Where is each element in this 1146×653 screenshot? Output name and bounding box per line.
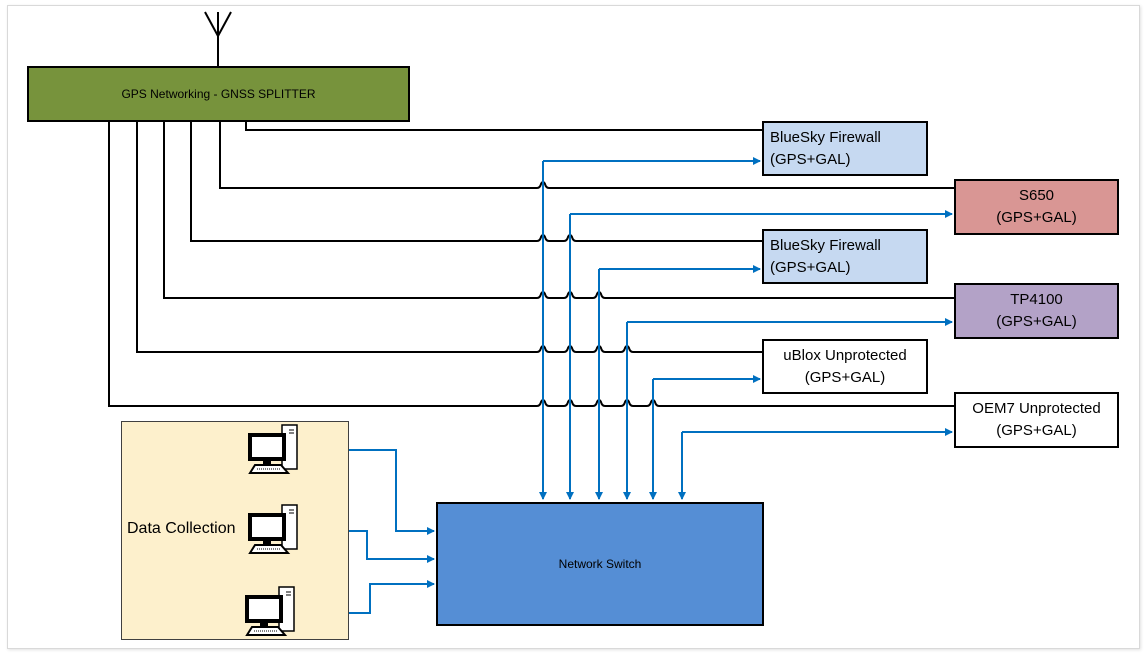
gnss-splitter: GPS Networking - GNSS SPLITTER: [27, 66, 410, 122]
receiver-name: uBlox Unprotected: [783, 346, 907, 364]
rf-cable-3: [190, 122, 762, 242]
antenna-icon: [204, 11, 232, 66]
receiver-constellation: (GPS+GAL): [770, 258, 851, 276]
receiver-oem7-unprotected: OEM7 Unprotected (GPS+GAL): [954, 392, 1119, 448]
rf-cable-5: [136, 122, 762, 353]
data-collection-label: Data Collection: [127, 520, 236, 537]
receiver-name: TP4100: [1010, 291, 1063, 308]
receiver-name: OEM7 Unprotected: [972, 400, 1101, 417]
receiver-ublox-unprotected: uBlox Unprotected (GPS+GAL): [762, 339, 928, 394]
receiver-constellation: (GPS+GAL): [770, 150, 851, 168]
receiver-name: BlueSky Firewall: [770, 236, 881, 254]
receiver-tp4100: TP4100 (GPS+GAL): [954, 283, 1119, 339]
switch-label: Network Switch: [558, 557, 642, 571]
receiver-constellation: (GPS+GAL): [996, 209, 1077, 226]
receiver-constellation: (GPS+GAL): [996, 313, 1077, 330]
rf-cable-1: [245, 122, 762, 131]
receiver-name: S650: [1018, 187, 1055, 204]
receiver-name: BlueSky Firewall: [770, 128, 881, 146]
receiver-s650: S650 (GPS+GAL): [954, 179, 1119, 235]
receiver-constellation: (GPS+GAL): [804, 368, 886, 386]
data-collection-area: [121, 421, 349, 640]
network-switch: Network Switch: [436, 502, 764, 626]
receiver-bluesky-firewall-1: BlueSky Firewall (GPS+GAL): [762, 121, 928, 176]
receiver-constellation: (GPS+GAL): [996, 422, 1077, 439]
receiver-bluesky-firewall-2: BlueSky Firewall (GPS+GAL): [762, 229, 928, 284]
splitter-label: GPS Networking - GNSS SPLITTER: [121, 87, 316, 101]
